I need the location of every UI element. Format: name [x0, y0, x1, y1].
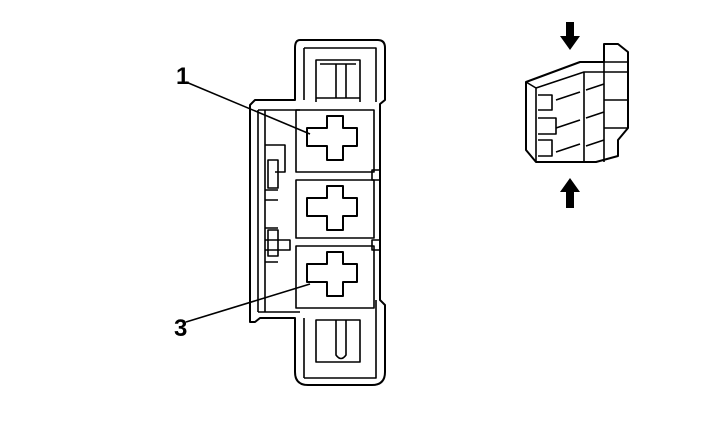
iso-housing: [525, 43, 629, 163]
connector-isometric-view: [525, 22, 629, 208]
leader-line-3: [185, 283, 311, 323]
terminal-cavity-1: [306, 115, 358, 161]
terminal-cavity-2: [306, 185, 358, 231]
arrow-up-icon: [560, 178, 580, 208]
pin-label-3: 3: [174, 315, 187, 342]
callout-1: 1: [176, 63, 311, 135]
connector-face-view: [249, 39, 386, 386]
side-latch: [257, 109, 300, 313]
top-lock-tab: [315, 59, 361, 102]
leader-line-1: [185, 81, 311, 135]
bottom-lock-tab: [315, 319, 361, 363]
terminal-cavity-3: [306, 251, 358, 297]
pin-label-1: 1: [176, 63, 189, 90]
callout-3: 3: [174, 283, 311, 342]
arrow-down-icon: [560, 22, 580, 50]
connector-housing: [249, 39, 386, 386]
